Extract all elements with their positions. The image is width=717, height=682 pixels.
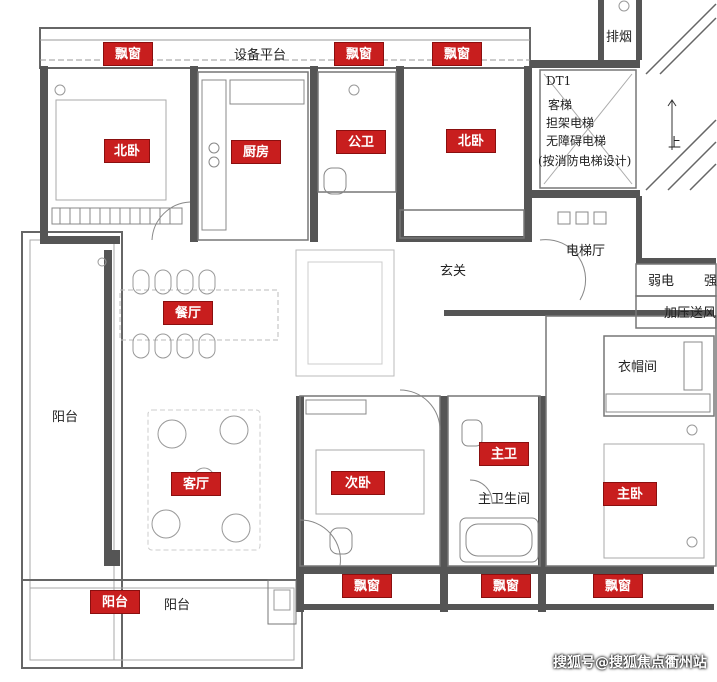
watermark: 搜狐号@搜狐焦点衢州站 (553, 655, 707, 671)
balcony-left-text: 阳台 (52, 410, 79, 425)
elevator-note-1-text: 客梯 (548, 98, 573, 112)
master-bath-note-text: 主卫生间 (478, 492, 531, 507)
strong-current-text: 强 (704, 274, 717, 289)
elevator-code-text: DT1 (546, 74, 572, 88)
smoke-exhaust-text: 排烟 (606, 30, 633, 45)
elevator-note-3-text: 无障碍电梯 (546, 134, 607, 148)
label-second-bedroom: 次卧 (331, 471, 385, 495)
foyer-text: 玄关 (440, 264, 467, 279)
label-bay-window-top-left: 飘窗 (103, 42, 153, 66)
label-master-bath: 主卫 (479, 442, 529, 466)
elevator-note-4-text: (按消防电梯设计) (538, 154, 632, 168)
label-bay-window-bottom-right: 飘窗 (593, 574, 643, 598)
label-bay-window-top-right: 飘窗 (432, 42, 482, 66)
label-bay-window-bottom-middle: 飘窗 (481, 574, 531, 598)
cloakroom-text: 衣帽间 (618, 360, 658, 375)
label-kitchen: 厨房 (231, 140, 281, 164)
label-living-room: 客厅 (171, 472, 221, 496)
label-balcony: 阳台 (90, 590, 140, 614)
elevator-note-2-text: 担架电梯 (546, 116, 595, 130)
utility-platform-text: 设备平台 (234, 48, 287, 63)
elevator-hall-text: 电梯厅 (566, 244, 606, 259)
stair-up-text: 上 (668, 136, 682, 151)
label-dining: 餐厅 (163, 301, 213, 325)
balcony-bottom-text: 阳台 (164, 598, 191, 613)
label-master-bedroom: 主卧 (603, 482, 657, 506)
label-north-bedroom-right: 北卧 (446, 129, 496, 153)
label-bay-window-bottom-left: 飘窗 (342, 574, 392, 598)
weak-current-text: 弱电 (648, 274, 675, 289)
label-public-bath: 公卫 (336, 130, 386, 154)
label-north-bedroom-left: 北卧 (104, 139, 150, 163)
label-bay-window-top-middle: 飘窗 (334, 42, 384, 66)
pressure-fan-text: 加压送风 (664, 306, 717, 321)
